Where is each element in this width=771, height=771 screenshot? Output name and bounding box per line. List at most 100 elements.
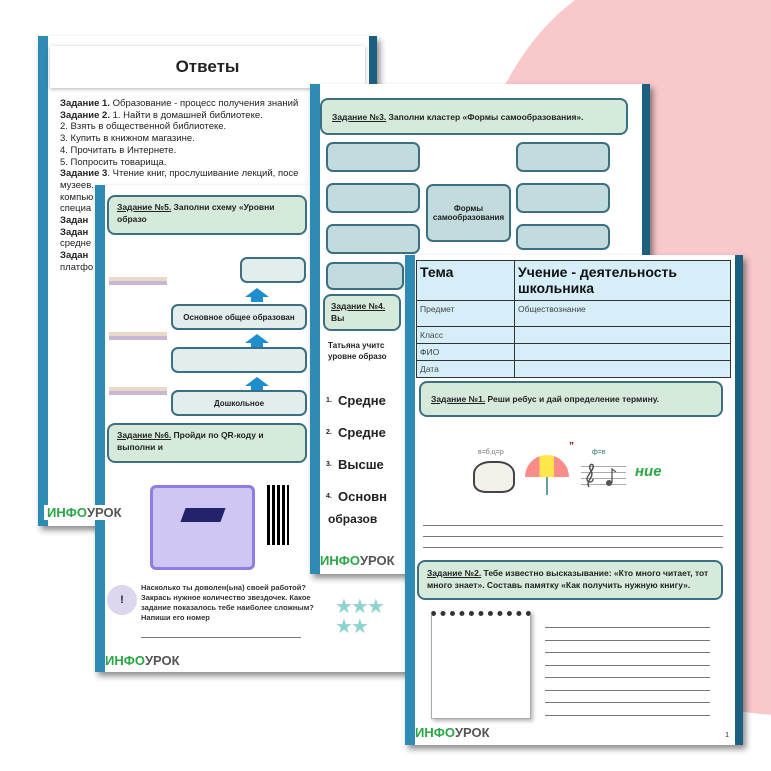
answer-line-text: платфо <box>60 262 298 274</box>
rebus-suffix: ние <box>635 463 662 480</box>
answer-task-label: Задан <box>60 226 89 238</box>
qr-code[interactable] <box>267 485 289 545</box>
answer-option[interactable]: 1. Средне <box>326 384 387 416</box>
answer-task-label: Задан <box>60 215 89 227</box>
answer-line[interactable] <box>423 547 723 548</box>
answer-line-text: средне <box>60 238 298 250</box>
answer-line-text: специа <box>60 203 298 215</box>
memo-line[interactable] <box>545 702 710 703</box>
answer-line <box>141 637 301 638</box>
arrow-up-icon <box>245 288 269 302</box>
answer-option[interactable]: 2.Средне <box>326 416 387 448</box>
option-number: 3. <box>326 460 332 468</box>
answer-task-label: Задание 2. <box>60 109 110 121</box>
theme-value: Учение - деятельность школьника <box>514 260 731 301</box>
date-label: Дата <box>416 360 515 378</box>
answer-line-text: Задание 1. Образование - процесс получен… <box>60 98 298 110</box>
memo-line[interactable] <box>545 677 710 678</box>
answer-line-text: 5. Попросить товарища. <box>60 157 298 169</box>
cluster-box[interactable] <box>326 262 404 290</box>
cluster-box[interactable] <box>326 224 420 254</box>
answer-line-text: Задание 2. 1. Найти в домашней библиотек… <box>60 110 298 122</box>
arrow-up-icon <box>245 334 269 348</box>
memo-line[interactable] <box>545 689 710 691</box>
cluster-box[interactable] <box>516 183 610 213</box>
answer-text: средне <box>60 238 92 250</box>
answer-task-label: Задан <box>60 250 89 262</box>
answer-line-text: музеев... <box>60 180 298 192</box>
answer-text: Образование - процесс получения знаний <box>109 98 299 109</box>
task6-box: Задание №6. Пройди по QR-коду и выполни … <box>107 423 307 463</box>
answer-line[interactable] <box>423 525 723 526</box>
task3-box: Задание №3. Заполни кластер «Формы самоо… <box>320 98 628 135</box>
answer-line-text: 4. Прочитать в Интернете. <box>60 145 298 157</box>
answer-task-label: Задание 1. <box>60 98 110 109</box>
answer-text: компью <box>60 191 94 203</box>
option-text: Средне <box>338 392 386 408</box>
exclamation-badge-icon: ! <box>107 585 137 615</box>
level-box-4[interactable] <box>240 257 306 283</box>
cluster-center: Формы самообразования <box>426 184 511 242</box>
name-field[interactable] <box>514 343 731 361</box>
option-text: Основн <box>338 488 387 504</box>
memo-line[interactable] <box>545 639 710 641</box>
answer-text: специа <box>60 203 92 215</box>
task5-box: Задание №5. Заполни схему «Уровни образо <box>107 195 307 235</box>
answer-text: 4. Прочитать в Интернете. <box>60 144 177 156</box>
task1-box: Задание №1. Реши ребус и дай определение… <box>419 381 723 417</box>
answer-text: платфо <box>60 261 94 273</box>
answer-text: 1. Найти в домашней библиотеке. <box>109 109 263 121</box>
task4-question: Татьяна учитс уровне образо <box>328 341 387 361</box>
memo-line[interactable] <box>545 627 710 628</box>
answer-line-text: 3. Купить в книжном магазине. <box>60 133 298 145</box>
class-field[interactable] <box>514 326 731 344</box>
answer-option[interactable]: 4. Основн <box>326 480 387 512</box>
infourok-logo: ИНФОУРОК <box>44 505 125 520</box>
umbrella-handle <box>546 477 548 495</box>
option-text: Средне <box>338 424 386 440</box>
level-box-2[interactable] <box>171 347 307 373</box>
answer-text: . Чтение книг, прослушивание лекций, пос… <box>107 168 299 180</box>
option-number: 4. <box>326 492 332 500</box>
answer-text: 3. Купить в книжном магазине. <box>60 133 195 145</box>
answer-text: 5. Попросить товарища. <box>60 156 167 168</box>
answer-text: музеев... <box>60 179 100 191</box>
answer-line[interactable] <box>423 536 723 537</box>
option-continuation: образов <box>328 512 378 526</box>
cluster-box[interactable] <box>326 183 420 213</box>
memo-line[interactable] <box>545 664 710 666</box>
cluster-box[interactable] <box>516 224 610 250</box>
answer-line-text: Задан <box>60 215 298 227</box>
sheep-icon <box>473 461 515 493</box>
rebus-hint-1: в=б,ц=р <box>478 449 504 456</box>
answer-task-label: Задание 3 <box>60 168 108 180</box>
answers-text: Задание 1. Образование - процесс получен… <box>60 98 298 274</box>
page-number: 1 <box>725 732 729 739</box>
education-illustration <box>109 255 167 420</box>
cluster-box[interactable] <box>326 142 420 172</box>
theme-label: Тема <box>416 260 515 301</box>
memo-line[interactable] <box>545 714 710 716</box>
class-label: Класс <box>416 326 515 344</box>
answer-line-text: Задан <box>60 250 298 262</box>
notepad-icon <box>431 611 531 719</box>
date-field[interactable] <box>514 360 731 378</box>
infourok-logo: ИНФОУРОК <box>320 553 395 568</box>
answer-line-text: компью <box>60 192 298 204</box>
rating-stars-icon[interactable]: ★★★★★ <box>335 596 385 638</box>
option-number: 1. <box>326 396 332 404</box>
rebus-hint-3: ф=в <box>592 449 606 456</box>
infourok-logo: ИНФОУРОК <box>105 653 180 668</box>
arrow-up-icon <box>245 377 269 391</box>
memo-line[interactable] <box>545 652 710 653</box>
umbrella-icon <box>525 455 569 477</box>
task2-box: Задание №2. Тебе известно высказывание: … <box>417 560 723 600</box>
answer-line-text: Задан <box>60 227 298 239</box>
answer-option[interactable]: 3.Высше <box>326 448 387 480</box>
level-box-3: Основное общее образован <box>171 304 307 330</box>
answer-line-text: 2. Взять в общественной библиотеке. <box>60 121 298 133</box>
cluster-box[interactable] <box>516 142 610 172</box>
